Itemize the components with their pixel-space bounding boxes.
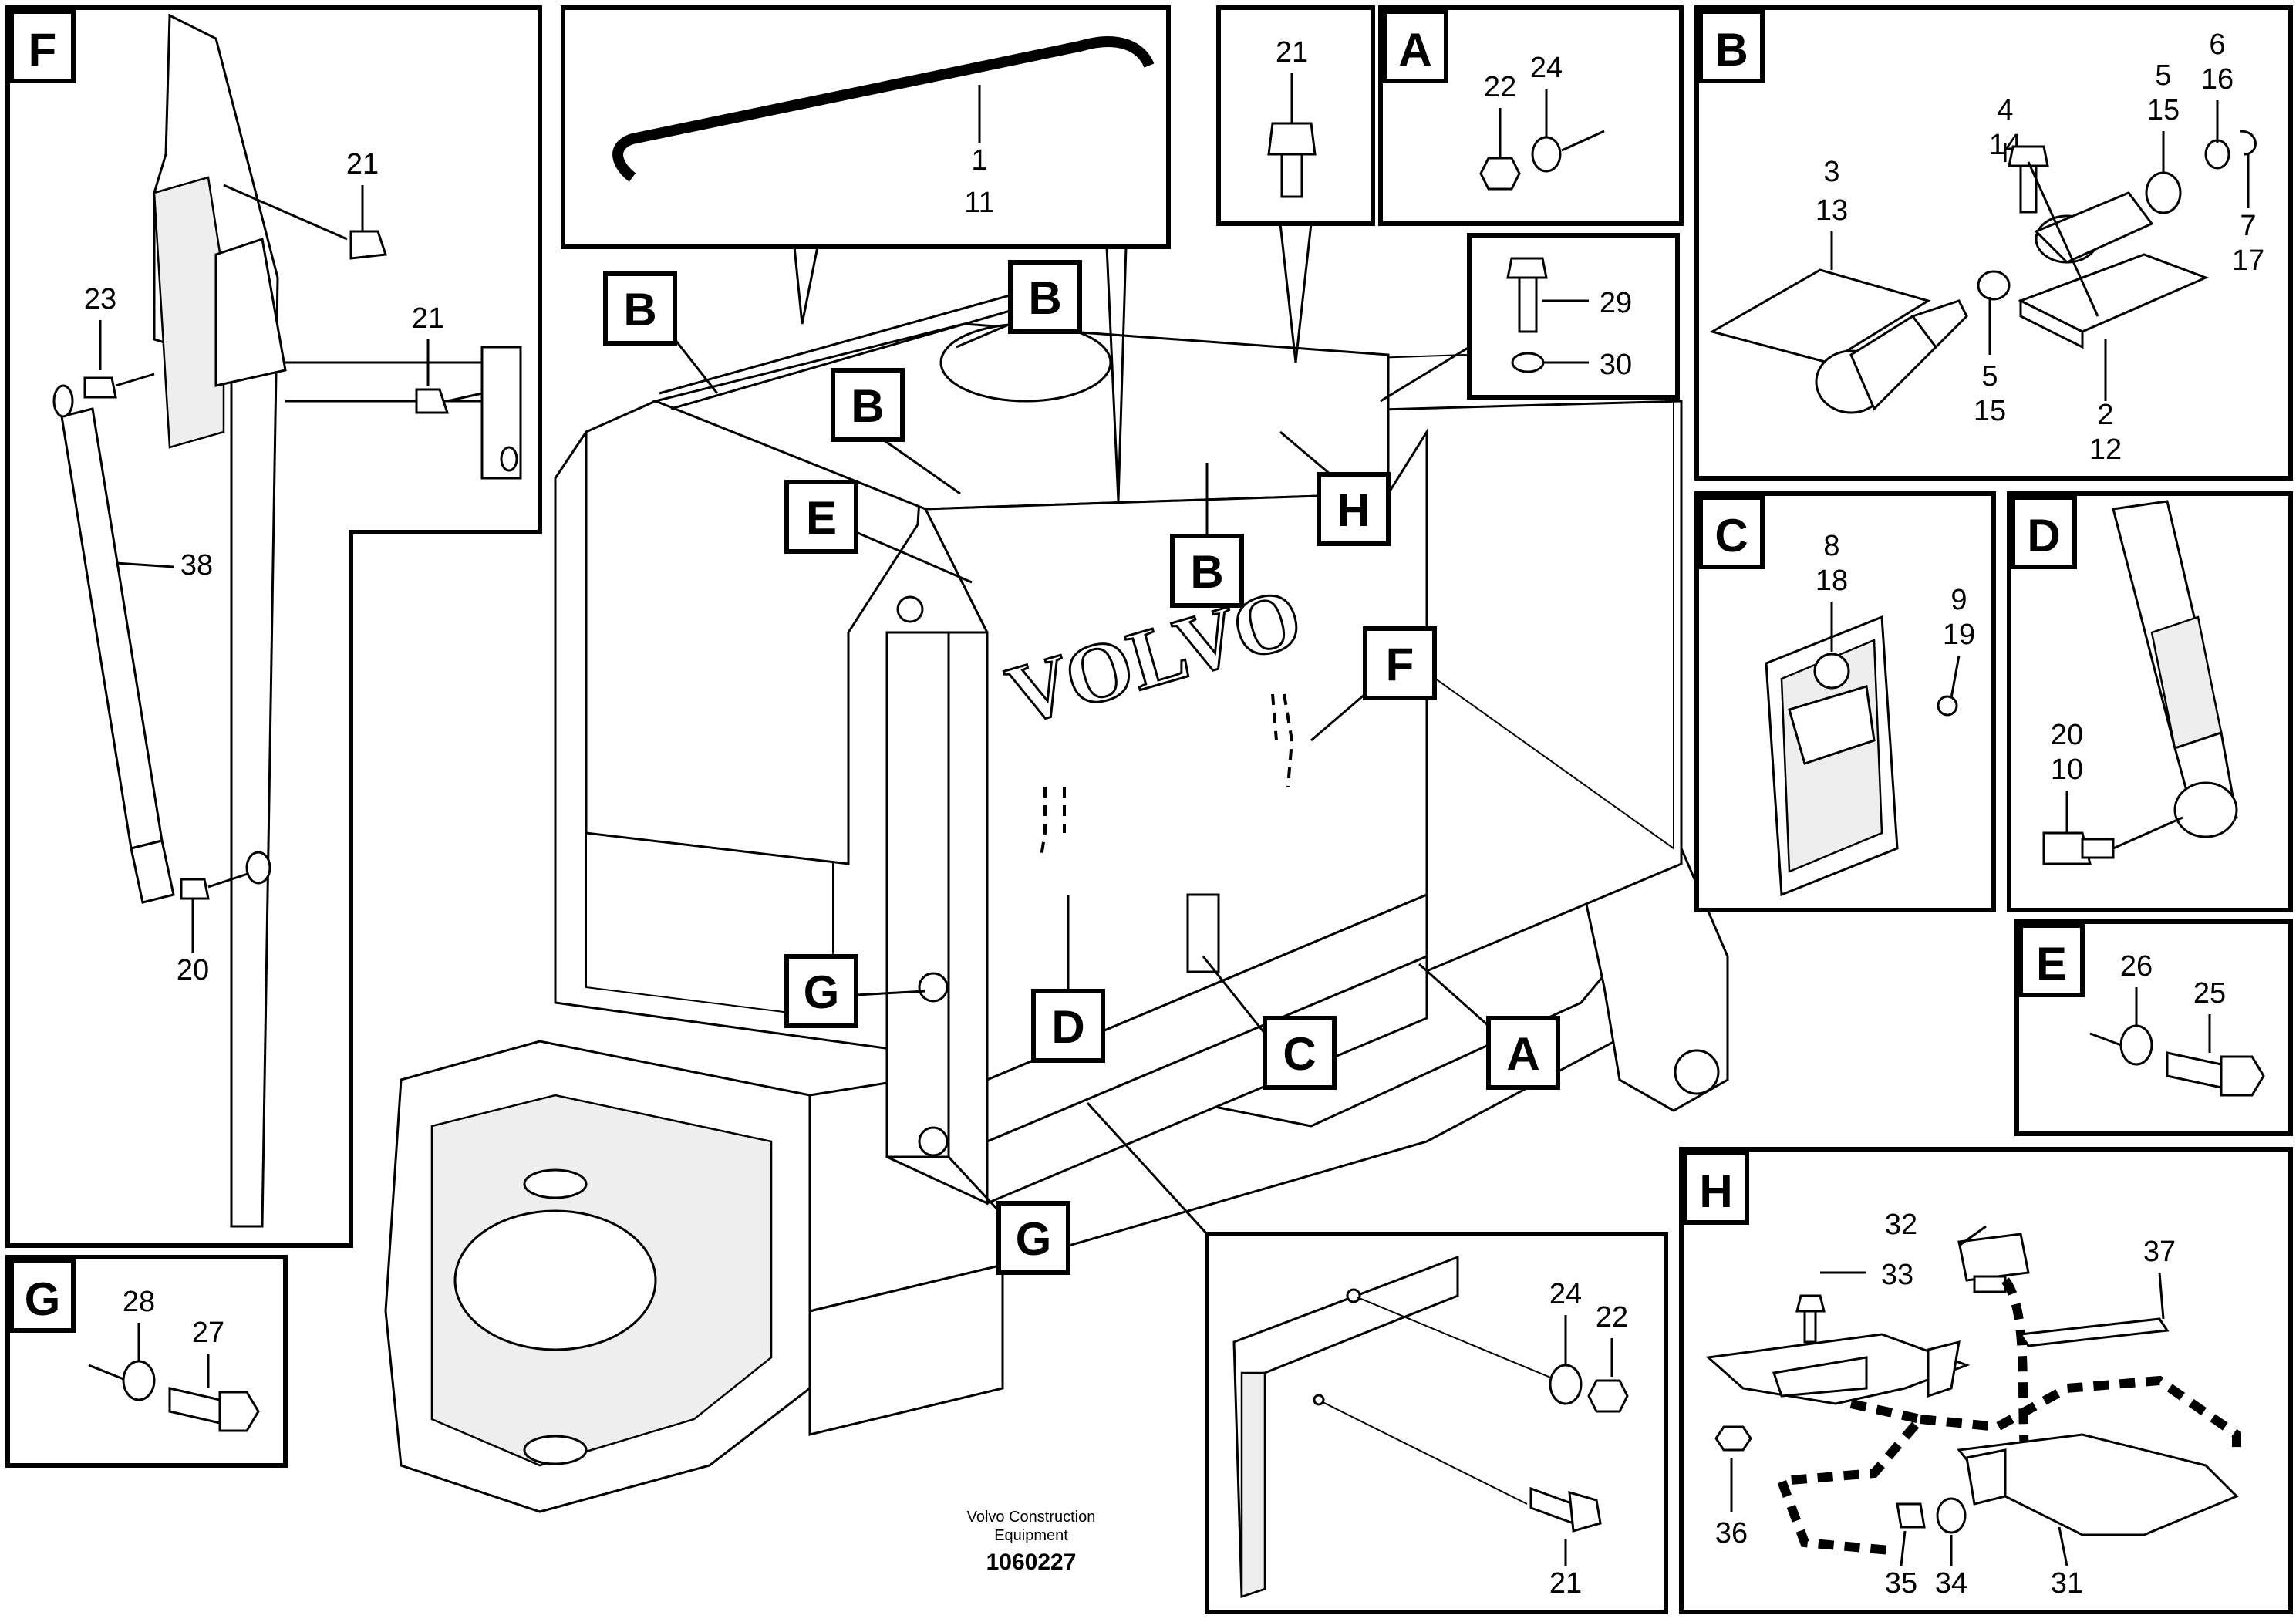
part-num-38: 38: [180, 549, 213, 582]
part-num-35: 35: [1885, 1567, 1917, 1600]
part-num-21-f2: 21: [412, 302, 444, 335]
part-num-15a: 15: [2147, 94, 2180, 126]
part-num-34: 34: [1935, 1567, 1967, 1600]
part-num-4: 4: [1997, 94, 2013, 126]
part-num-5b: 5: [1981, 360, 1998, 393]
panel-c: C 8 18 9 19: [1694, 491, 1996, 912]
panel-plate: 24 22 21: [1205, 1232, 1668, 1614]
panel-h-tag: H: [1699, 1165, 1732, 1217]
part-num-18: 18: [1816, 565, 1848, 597]
part-num-25: 25: [2193, 977, 2226, 1010]
part-num-23: 23: [84, 283, 116, 315]
callout-h: H: [1337, 484, 1370, 536]
part-num-20-f: 20: [177, 954, 209, 986]
part-num-1: 1: [971, 144, 987, 177]
footer-number: 1060227: [986, 1549, 1077, 1575]
callout-b-2: B: [1028, 272, 1061, 324]
part-num-24-plate: 24: [1549, 1278, 1582, 1310]
panel-d: D 20 10: [2007, 491, 2293, 912]
panel-b: B 3 13 4 14 5 15 6 16 7 17 5 15 2 12: [1694, 5, 2293, 481]
part-num-37: 37: [2143, 1236, 2176, 1268]
part-num-7: 7: [2240, 210, 2256, 242]
part-num-21-plate: 21: [1549, 1567, 1582, 1600]
part-num-9: 9: [1950, 584, 1967, 616]
callout-a: A: [1506, 1028, 1539, 1080]
part-num-36: 36: [1715, 1517, 1748, 1549]
part-num-22-plate: 22: [1596, 1301, 1628, 1334]
part-num-8: 8: [1823, 530, 1839, 562]
panel-e: E 26 25: [2014, 919, 2293, 1136]
part-num-31: 31: [2051, 1567, 2083, 1600]
part-num-22: 22: [1484, 71, 1516, 103]
panel-a-tag: A: [1398, 24, 1431, 76]
part-num-15b: 15: [1974, 395, 2006, 427]
part-num-16: 16: [2201, 63, 2234, 96]
panel-29-30: 29 30: [1380, 233, 1680, 403]
callout-f: F: [1386, 639, 1414, 690]
part-num-3: 3: [1823, 156, 1839, 188]
panel-h: H 32 33 37 36 35 34 31: [1679, 1147, 2293, 1614]
part-num-28: 28: [123, 1286, 155, 1318]
panel-c-tag: C: [1714, 510, 1748, 561]
part-num-17: 17: [2232, 244, 2264, 277]
part-num-30: 30: [1600, 349, 1632, 381]
part-num-20-d: 20: [2051, 719, 2083, 751]
callout-e: E: [806, 492, 837, 544]
callout-d: D: [1051, 1001, 1084, 1053]
panel-e-tag: E: [2036, 938, 2067, 990]
part-num-10: 10: [2051, 754, 2083, 786]
panel-a: A 22 24: [1378, 5, 1684, 226]
part-num-19: 19: [1943, 619, 1975, 651]
part-num-27: 27: [192, 1317, 224, 1349]
part-num-5a: 5: [2155, 59, 2171, 92]
part-num-24: 24: [1530, 52, 1563, 84]
part-num-33: 33: [1881, 1259, 1913, 1291]
part21-box: 21: [1216, 5, 1375, 363]
part-num-32: 32: [1885, 1209, 1917, 1241]
callout-c: C: [1283, 1028, 1316, 1080]
part-num-6: 6: [2209, 29, 2225, 61]
panel-f: F 21 23 21 38 20: [5, 5, 542, 1248]
footer: Volvo Construction Equipment 1060227: [967, 1509, 1096, 1575]
part-num-11: 11: [964, 187, 994, 219]
part-num-13: 13: [1816, 194, 1848, 227]
panel-g: G 28 27: [5, 1255, 288, 1468]
callout-g-2: G: [1016, 1213, 1052, 1265]
part-num-2: 2: [2097, 399, 2113, 431]
panel-g-tag: G: [25, 1273, 61, 1325]
footer-line1: Volvo Construction: [967, 1509, 1096, 1526]
part-num-21: 21: [1276, 36, 1308, 69]
panel-d-tag: D: [2027, 510, 2060, 561]
part-num-12: 12: [2089, 433, 2122, 466]
part-num-26: 26: [2120, 950, 2153, 983]
panel-f-tag: F: [29, 24, 57, 76]
part-num-29: 29: [1600, 287, 1632, 319]
part-num-21-f1: 21: [346, 148, 379, 180]
main-callouts: B B B B E H F G D C: [603, 260, 1560, 1275]
callout-g-1: G: [804, 966, 840, 1018]
callout-b-4: B: [1190, 546, 1223, 598]
callout-b-1: B: [623, 284, 656, 336]
footer-line2: Equipment: [994, 1527, 1068, 1544]
panel-b-tag: B: [1714, 24, 1748, 76]
part1-box: 1 11: [561, 5, 1171, 502]
callout-b-3: B: [851, 380, 884, 432]
